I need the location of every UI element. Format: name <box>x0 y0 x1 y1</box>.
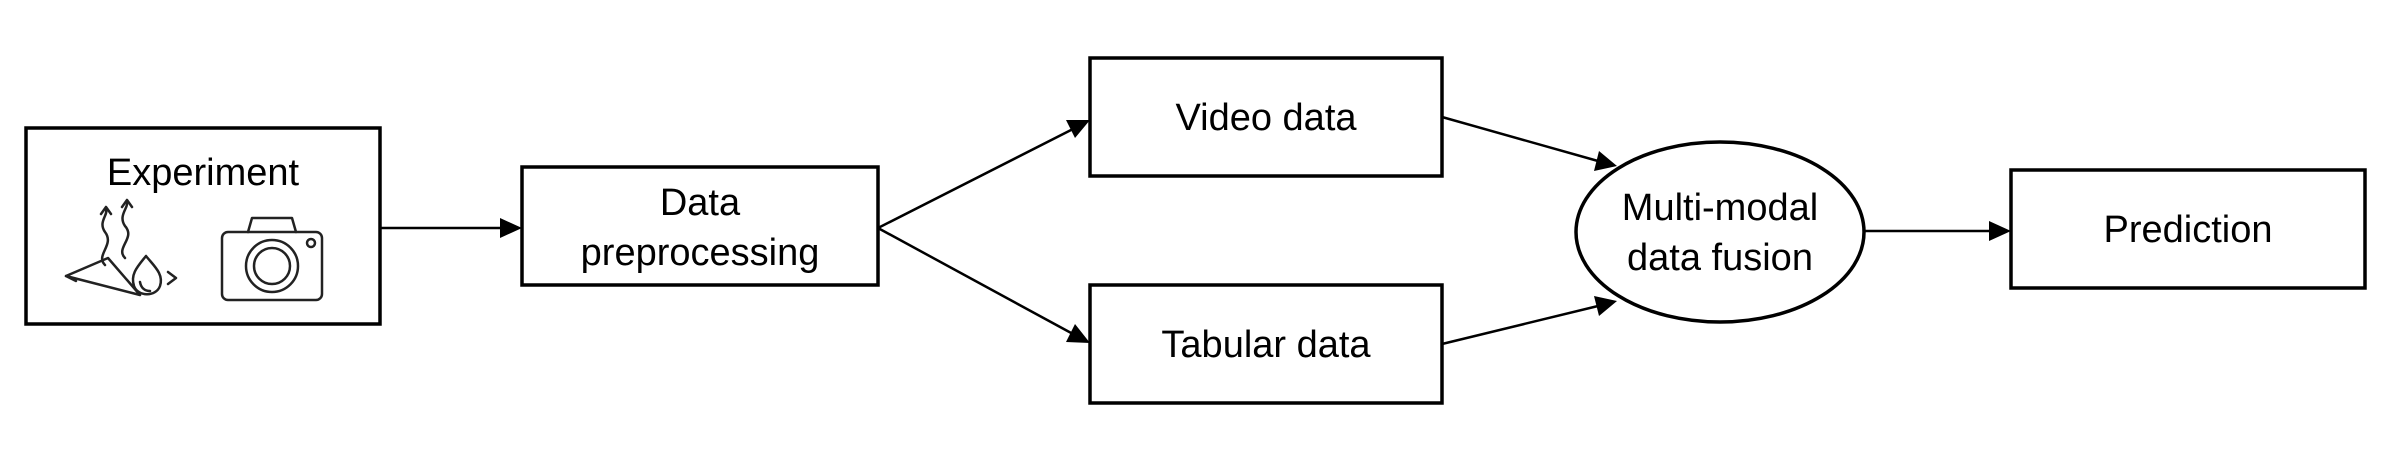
prediction-label: Prediction <box>2104 209 2273 251</box>
arrowhead-fusion-to-prediction <box>1989 221 2011 241</box>
arrowhead-tabular-to-fusion <box>1594 296 1617 316</box>
edge-video-to-fusion <box>1441 115 1599 163</box>
preprocessing-label-line2: preprocessing <box>581 232 820 274</box>
experiment-label: Experiment <box>107 152 300 194</box>
node-video-data: Video data <box>1088 56 1444 178</box>
node-tabular-data: Tabular data <box>1088 283 1444 405</box>
fusion-label-line2: data fusion <box>1627 237 1813 279</box>
tabular-data-label: Tabular data <box>1161 324 1371 366</box>
node-preprocessing: Data preprocessing <box>520 165 880 287</box>
arrowhead-video-to-fusion <box>1594 151 1617 171</box>
arrowhead-preprocessing-to-tabular <box>1066 324 1090 343</box>
arrowhead-preprocessing-to-video <box>1066 120 1090 138</box>
preprocessing-label-line1: Data <box>660 182 741 224</box>
node-experiment: Experiment <box>24 126 382 326</box>
edge-preprocessing-to-tabular <box>877 226 1074 336</box>
node-multimodal-fusion: Multi-modal data fusion <box>1574 140 1866 324</box>
heat-wave-droplet-icon <box>64 198 178 297</box>
node-prediction: Prediction <box>2009 168 2367 290</box>
fusion-label-line1: Multi-modal <box>1622 187 1818 229</box>
edge-tabular-to-fusion <box>1441 304 1599 346</box>
arrowhead-experiment-to-preprocessing <box>500 218 522 238</box>
video-data-label: Video data <box>1175 97 1357 139</box>
edge-preprocessing-to-video <box>877 127 1074 230</box>
edges <box>380 115 2011 346</box>
camera-icon <box>220 216 324 302</box>
